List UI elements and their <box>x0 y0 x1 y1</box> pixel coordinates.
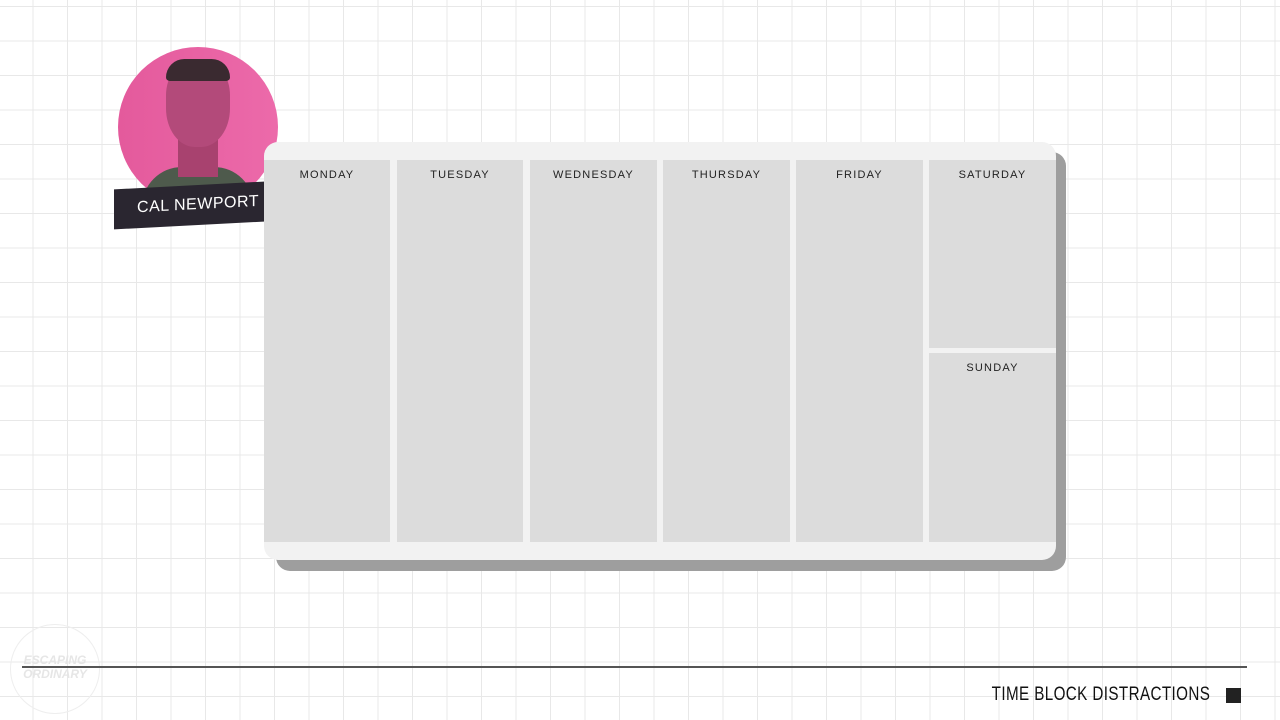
avatar-hair <box>166 59 230 81</box>
footer-divider <box>22 666 1247 668</box>
day-label: FRIDAY <box>836 169 883 181</box>
day-label: TUESDAY <box>430 169 490 181</box>
day-label: WEDNESDAY <box>553 169 634 181</box>
logo-text: ORDINARY <box>23 667 87 681</box>
day-column-saturday: SATURDAY <box>929 160 1056 348</box>
day-column-tuesday: TUESDAY <box>397 160 523 542</box>
day-column-monday: MONDAY <box>264 160 390 542</box>
weekly-calendar: MONDAY TUESDAY WEDNESDAY THURSDAY FRIDAY… <box>264 142 1056 560</box>
square-marker-icon <box>1226 688 1241 703</box>
day-label: SATURDAY <box>958 169 1027 181</box>
day-column-thursday: THURSDAY <box>663 160 790 542</box>
day-column-wednesday: WEDNESDAY <box>530 160 657 542</box>
day-label: THURSDAY <box>691 169 762 181</box>
presenter-name: CAL NEWPORT <box>137 192 259 217</box>
section-title: TIME BLOCK DISTRACTIONS <box>991 684 1210 705</box>
day-column-sunday: SUNDAY <box>929 353 1056 542</box>
day-label: MONDAY <box>299 169 355 181</box>
logo-text: ESCAPING <box>23 653 87 667</box>
presenter-avatar <box>118 47 278 207</box>
day-column-friday: FRIDAY <box>796 160 923 542</box>
day-label: SUNDAY <box>966 362 1019 374</box>
presenter-nametag: CAL NEWPORT <box>114 180 282 230</box>
